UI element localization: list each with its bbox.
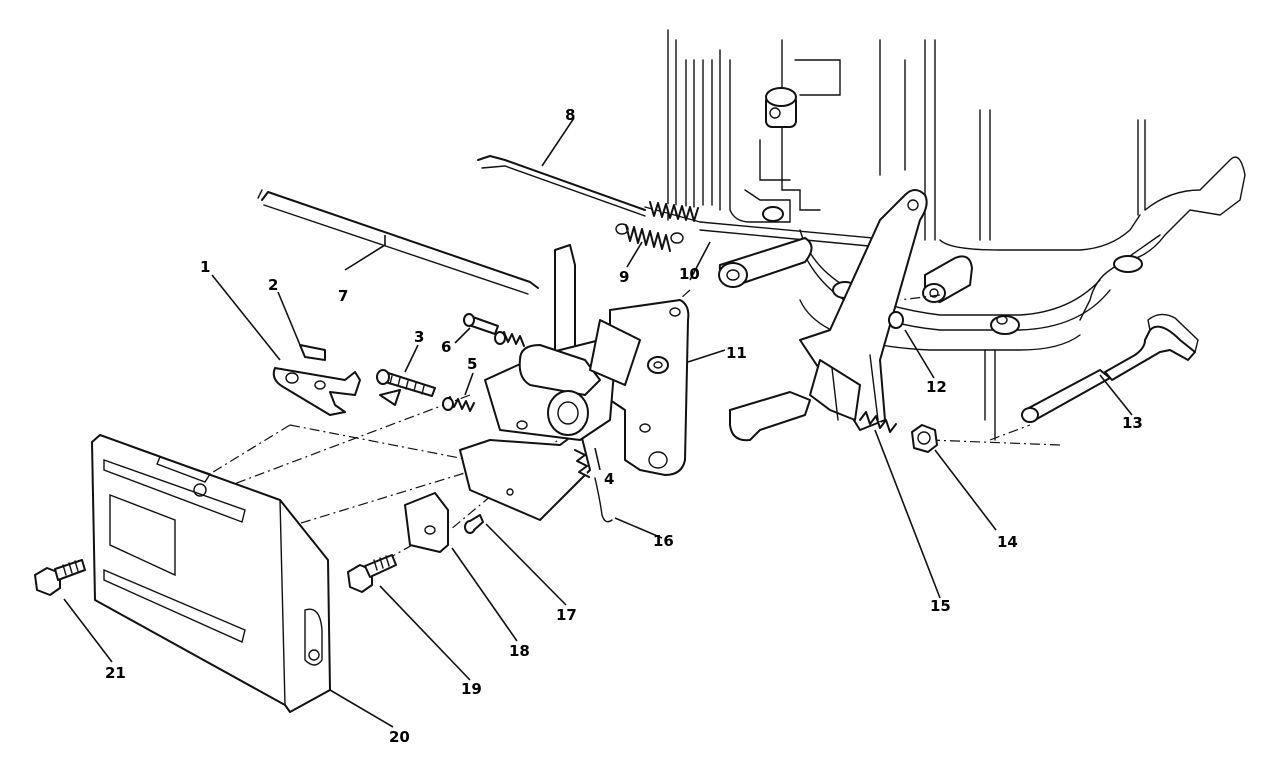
callout-9: 9 — [619, 268, 629, 286]
part-19-bolt — [347, 554, 397, 593]
callout-15: 15 — [930, 597, 951, 615]
part-20-cover-plate — [91, 434, 331, 713]
callout-20: 20 — [389, 728, 410, 746]
part-17-washer — [464, 514, 484, 534]
part-12-bolt — [888, 311, 904, 329]
part-6-screw — [463, 313, 499, 335]
callout-17: 17 — [556, 606, 577, 624]
part-5-spring — [442, 331, 525, 412]
callout-7: 7 — [338, 287, 348, 305]
callout-18: 18 — [509, 642, 530, 660]
callout-4: 4 — [604, 470, 614, 488]
callout-3: 3 — [414, 328, 424, 346]
part-16-pin — [594, 477, 613, 523]
callout-12: 12 — [926, 378, 947, 396]
part-1-plate — [272, 367, 361, 416]
part-8-spring — [644, 201, 701, 223]
part-10-bushing — [718, 237, 813, 288]
part-3-screw — [376, 369, 436, 406]
callout-8: 8 — [565, 106, 575, 124]
part-7-governor-rod — [257, 189, 539, 295]
callout-11: 11 — [726, 344, 747, 362]
callout-6: 6 — [441, 338, 451, 356]
part-11-control-bracket — [459, 244, 690, 521]
callout-5: 5 — [467, 355, 477, 373]
callout-16: 16 — [653, 532, 674, 550]
part-14-nut — [911, 424, 938, 453]
callout-19: 19 — [461, 680, 482, 698]
part-21-bolt — [34, 559, 86, 596]
callout-2: 2 — [268, 276, 278, 294]
callout-14: 14 — [997, 533, 1018, 551]
callout-leaders — [63, 117, 1133, 728]
part-15-governor-lever — [729, 189, 928, 442]
callout-1: 1 — [200, 258, 210, 276]
callout-labels: 1 2 3 4 5 6 7 8 9 10 11 12 13 14 15 16 1… — [105, 106, 1143, 746]
part-9-spring — [615, 223, 684, 252]
callout-21: 21 — [105, 664, 126, 682]
part-18-tab — [404, 492, 449, 553]
part-2-clip — [299, 344, 326, 361]
engine-block — [667, 29, 1246, 441]
callout-13: 13 — [1122, 414, 1143, 432]
callout-10: 10 — [679, 265, 700, 283]
part-13-crank — [1021, 313, 1199, 423]
part-8-throttle-rod — [477, 155, 906, 249]
